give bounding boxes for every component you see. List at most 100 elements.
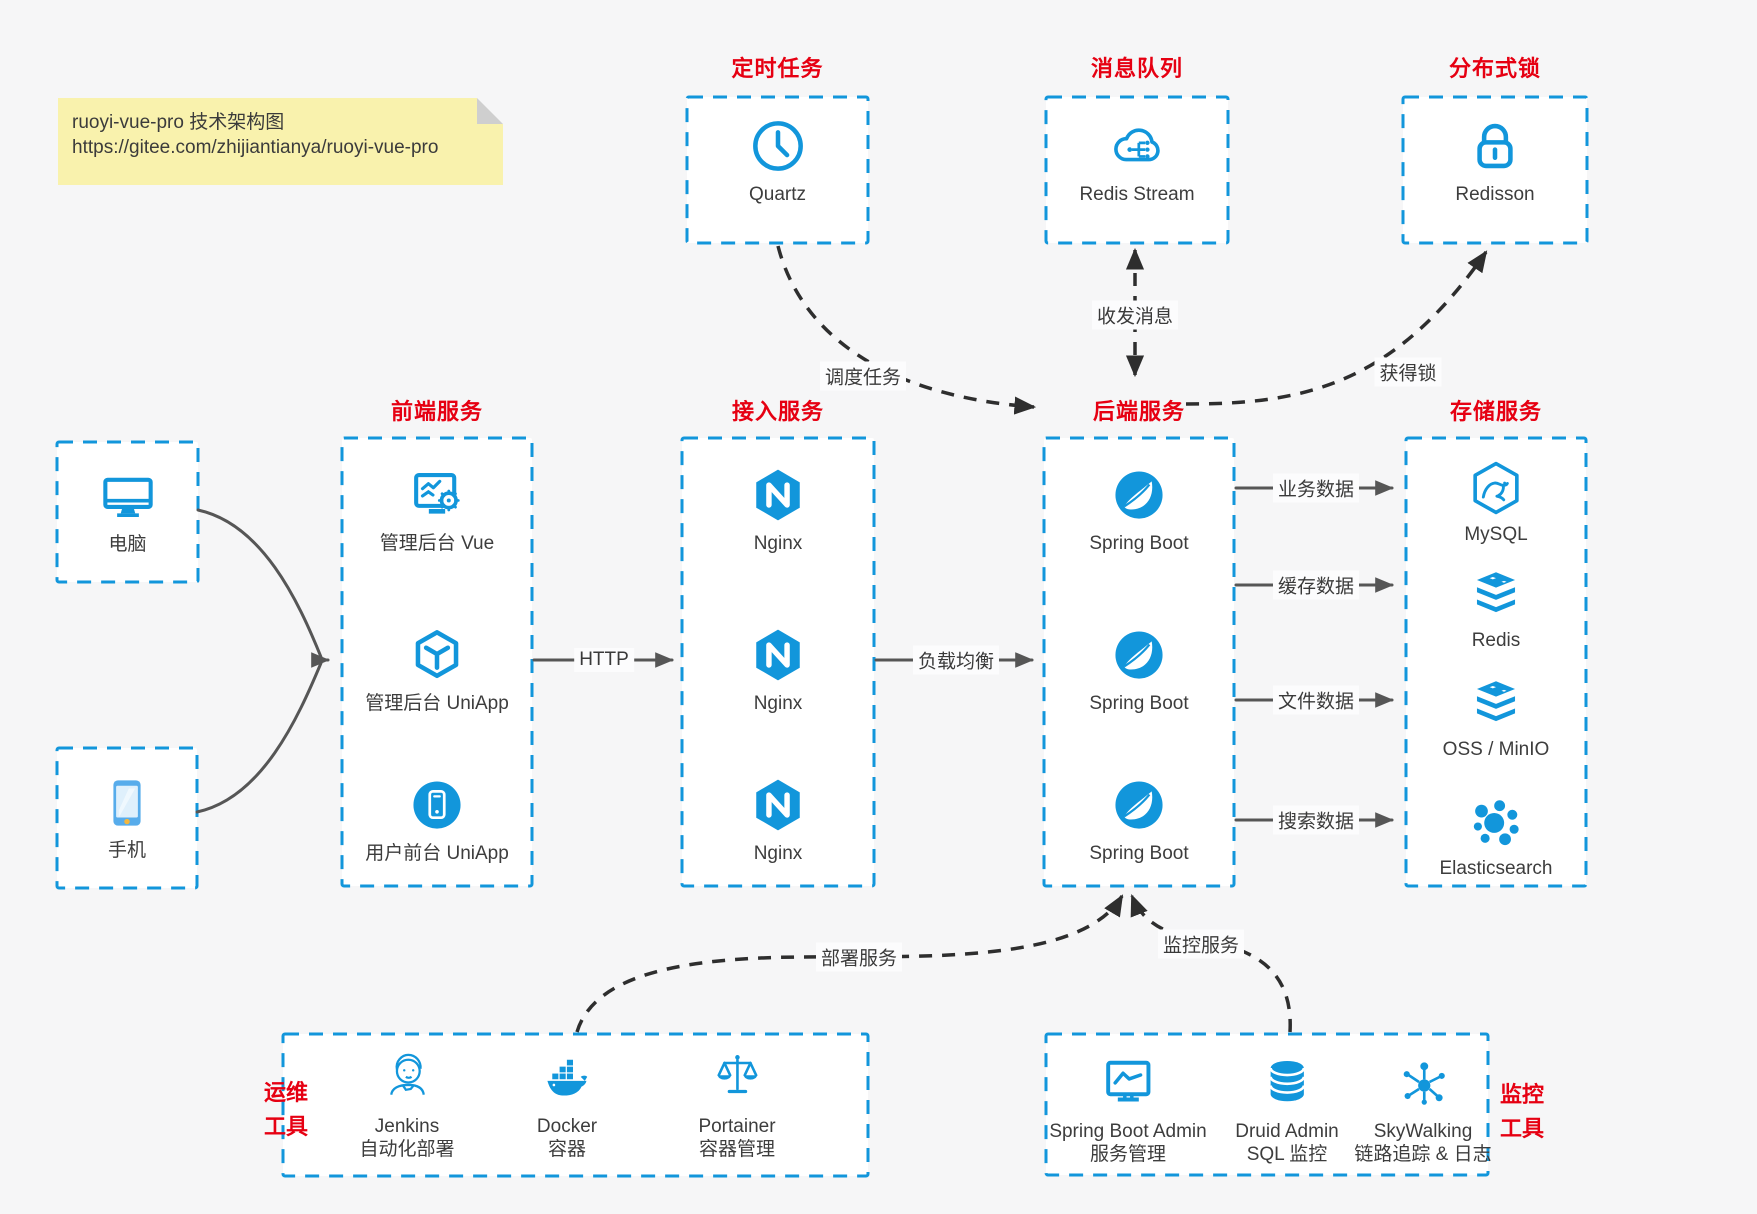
network-icon	[1395, 1054, 1451, 1110]
monitor-label: 监控服务	[1157, 929, 1245, 959]
mobile-node: 手机	[57, 774, 197, 862]
nginx-label-2: Nginx	[753, 693, 803, 714]
jenkins-node: Jenkins 自动化部署	[359, 1050, 455, 1161]
nginx-icon	[749, 626, 807, 684]
quartz-node: Quartz	[687, 117, 868, 206]
note-fold-corner	[477, 98, 503, 124]
nginx-label-1: Nginx	[753, 533, 803, 554]
ops-label-line1: 运维	[263, 1080, 308, 1105]
monitor-arrow	[1130, 894, 1292, 1033]
message-label: 收发消息	[1091, 300, 1179, 330]
quartz-label: Quartz	[748, 184, 807, 205]
nginx-node-3: Nginx	[682, 776, 874, 865]
admin-vue-label: 管理后台 Vue	[379, 533, 495, 554]
nginx-icon	[749, 466, 807, 524]
uniapp-cube-icon	[408, 626, 466, 684]
ops-tools-label: 运维 工具	[260, 1076, 312, 1144]
redis-stream-label: Redis Stream	[1079, 184, 1195, 205]
user-uniapp-icon	[408, 776, 466, 834]
skywalking-node: SkyWalking 链路追踪 & 日志	[1354, 1054, 1492, 1166]
redisson-node: Redisson	[1403, 117, 1587, 206]
nginx-icon	[749, 776, 807, 834]
storage-box	[1404, 436, 1588, 888]
user-uniapp-label: 用户前台 UniApp	[365, 843, 509, 864]
deploy-label: 部署服务	[815, 942, 903, 972]
clock-icon	[749, 117, 807, 175]
mq-title: 消息队列	[1090, 56, 1183, 81]
spring-boot-admin-node: Spring Boot Admin 服务管理	[1049, 1054, 1207, 1166]
druid-admin-node: Druid Admin SQL 监控	[1235, 1054, 1339, 1166]
mobile-client: 手机	[57, 748, 197, 888]
scheduler-group: Quartz	[687, 97, 868, 243]
redis-stack-icon	[1467, 674, 1525, 732]
spring-boot-node-1: Spring Boot	[1044, 466, 1234, 555]
spring-boot-icon	[1110, 776, 1168, 834]
mysql-label: MySQL	[1464, 524, 1528, 545]
mysql-icon	[1467, 459, 1525, 517]
portainer-name: Portainer	[698, 1116, 776, 1137]
portainer-node: Portainer 容器管理	[698, 1050, 776, 1161]
frontend-title: 前端服务	[390, 399, 483, 424]
schedule-task-arrow	[776, 245, 1037, 415]
docker-node: Docker 容器	[537, 1050, 597, 1161]
docker-icon	[541, 1050, 593, 1102]
mq-box	[1044, 95, 1230, 245]
monitor-tools-group: Spring Boot Admin 服务管理 Druid Admin SQL 监…	[1046, 1034, 1492, 1175]
elasticsearch-icon	[1467, 793, 1525, 851]
oss-minio-node: OSS / MinIO	[1406, 674, 1586, 761]
ops-tools-group: Jenkins 自动化部署 Docker 容器 Portainer 容器管理	[283, 1034, 868, 1176]
lock-icon	[1466, 117, 1524, 175]
admin-vue-icon	[408, 466, 466, 524]
spring-boot-label-1: Spring Boot	[1089, 533, 1189, 554]
redis-label: Redis	[1471, 630, 1521, 651]
gateway-column: Nginx Nginx Nginx	[682, 438, 874, 886]
sticky-note: ruoyi-vue-pro 技术架构图 https://gitee.com/zh…	[58, 98, 503, 185]
skywalking-desc: 链路追踪 & 日志	[1354, 1144, 1492, 1165]
druid-name: Druid Admin	[1235, 1121, 1339, 1142]
nginx-label-3: Nginx	[753, 843, 803, 864]
lock-box	[1401, 95, 1589, 245]
gateway-title: 接入服务	[731, 399, 824, 424]
scheduler-title: 定时任务	[731, 56, 824, 81]
pc-client: 电脑	[57, 442, 198, 582]
jenkins-desc: 自动化部署	[359, 1139, 455, 1160]
acquire-lock-label: 获得锁	[1374, 357, 1442, 387]
monitor-label-line2: 工具	[1499, 1116, 1544, 1141]
note-title: ruoyi-vue-pro 技术架构图	[72, 112, 285, 133]
admin-vue-node: 管理后台 Vue	[342, 466, 532, 555]
jenkins-name: Jenkins	[374, 1116, 440, 1137]
skywalking-name: SkyWalking	[1373, 1121, 1473, 1142]
pc-node: 电脑	[57, 468, 198, 556]
druid-desc: SQL 监控	[1246, 1144, 1328, 1165]
redisson-label: Redisson	[1455, 184, 1535, 205]
spring-boot-label-2: Spring Boot	[1089, 693, 1189, 714]
mobile-label: 手机	[107, 840, 146, 861]
docker-desc: 容器	[547, 1139, 586, 1160]
load-balance-label: 负载均衡	[912, 645, 1000, 675]
schedule-task-label: 调度任务	[819, 361, 907, 391]
mysql-node: MySQL	[1406, 459, 1586, 546]
backend-column: Spring Boot Spring Boot Spring Boot	[1044, 438, 1234, 886]
sba-desc: 服务管理	[1089, 1144, 1166, 1165]
desktop-icon	[99, 468, 157, 526]
monitor-tools-label: 监控 工具	[1496, 1078, 1548, 1146]
portainer-desc: 容器管理	[698, 1139, 776, 1160]
spring-boot-icon	[1110, 626, 1168, 684]
spring-boot-node-2: Spring Boot	[1044, 626, 1234, 715]
nginx-node-1: Nginx	[682, 466, 874, 555]
spring-boot-node-3: Spring Boot	[1044, 776, 1234, 865]
docker-name: Docker	[536, 1116, 598, 1137]
oss-minio-label: OSS / MinIO	[1442, 739, 1550, 760]
mq-group: Redis Stream	[1046, 97, 1228, 243]
spring-boot-icon	[1110, 466, 1168, 524]
business-data-label: 业务数据	[1272, 473, 1360, 503]
admin-monitor-icon	[1100, 1054, 1156, 1110]
lock-title: 分布式锁	[1448, 56, 1541, 81]
elasticsearch-node: Elasticsearch	[1406, 793, 1586, 880]
file-data-label: 文件数据	[1272, 685, 1360, 715]
sba-name: Spring Boot Admin	[1049, 1121, 1207, 1142]
storage-title: 存储服务	[1449, 399, 1542, 424]
search-data-label: 搜索数据	[1272, 805, 1360, 835]
user-uniapp-node: 用户前台 UniApp	[342, 776, 532, 865]
